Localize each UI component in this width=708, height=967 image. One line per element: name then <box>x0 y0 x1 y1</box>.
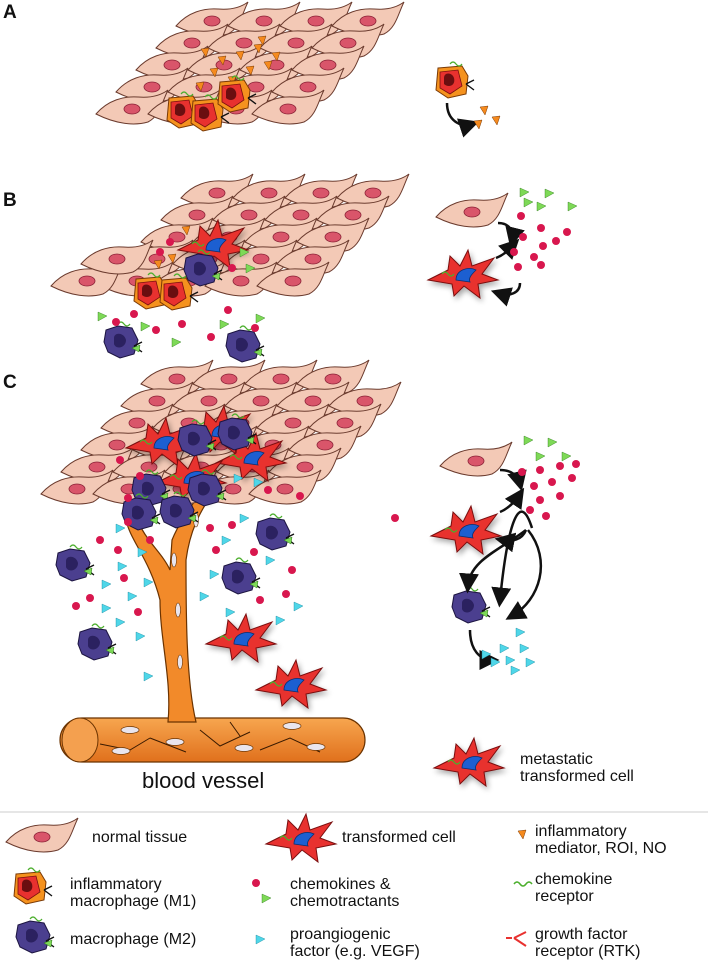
panel-c <box>40 359 580 787</box>
panel-a <box>95 1 501 138</box>
legend-chemokines-label: chemokines & chemotractants <box>290 876 400 910</box>
legend <box>0 811 708 954</box>
legend-mediator-icon <box>517 829 527 840</box>
legend-normal-tissue-label: normal tissue <box>92 829 188 846</box>
panel-letter-a: A <box>3 2 17 23</box>
panel-letter-b: B <box>3 190 17 211</box>
panel-b-detail <box>427 187 578 307</box>
legend-chemokine-receptor-label: chemokine receptor <box>535 871 613 905</box>
blood-vessel <box>59 487 366 763</box>
panel-b-below <box>97 306 266 363</box>
legend-m1-label: inflammatory macrophage (M1) <box>70 876 197 910</box>
legend-transformed-cell-label: transformed cell <box>342 829 456 846</box>
panel-c-detail <box>430 435 580 787</box>
panel-a-detail <box>435 61 501 138</box>
legend-normal-tissue-icon <box>5 817 79 853</box>
legend-transformed-cell-icon <box>265 813 337 863</box>
panel-letter-c: C <box>3 372 17 393</box>
legend-proangiogenic-label: proangiogenic factor (e.g. VEGF) <box>290 926 420 960</box>
legend-m2-icon <box>15 916 55 954</box>
legend-chemokine-icon <box>252 879 260 887</box>
legend-m2-label: macrophage (M2) <box>70 931 197 948</box>
panel-a-tissue <box>95 1 405 125</box>
metastatic-label: metastatic transformed cell <box>520 751 634 785</box>
legend-rtk-icon <box>506 931 527 947</box>
legend-vegf-icon <box>255 934 266 945</box>
legend-m1-icon <box>13 867 53 905</box>
blood-vessel-label: blood vessel <box>142 768 265 793</box>
legend-chemokine-receptor-icon <box>513 881 533 887</box>
panel-b <box>50 173 578 363</box>
legend-chemotractant-icon <box>261 893 272 904</box>
legend-mediator-label: inflammatory mediator, ROI, NO <box>535 823 667 857</box>
legend-gfr-label: growth factor receptor (RTK) <box>535 926 641 960</box>
